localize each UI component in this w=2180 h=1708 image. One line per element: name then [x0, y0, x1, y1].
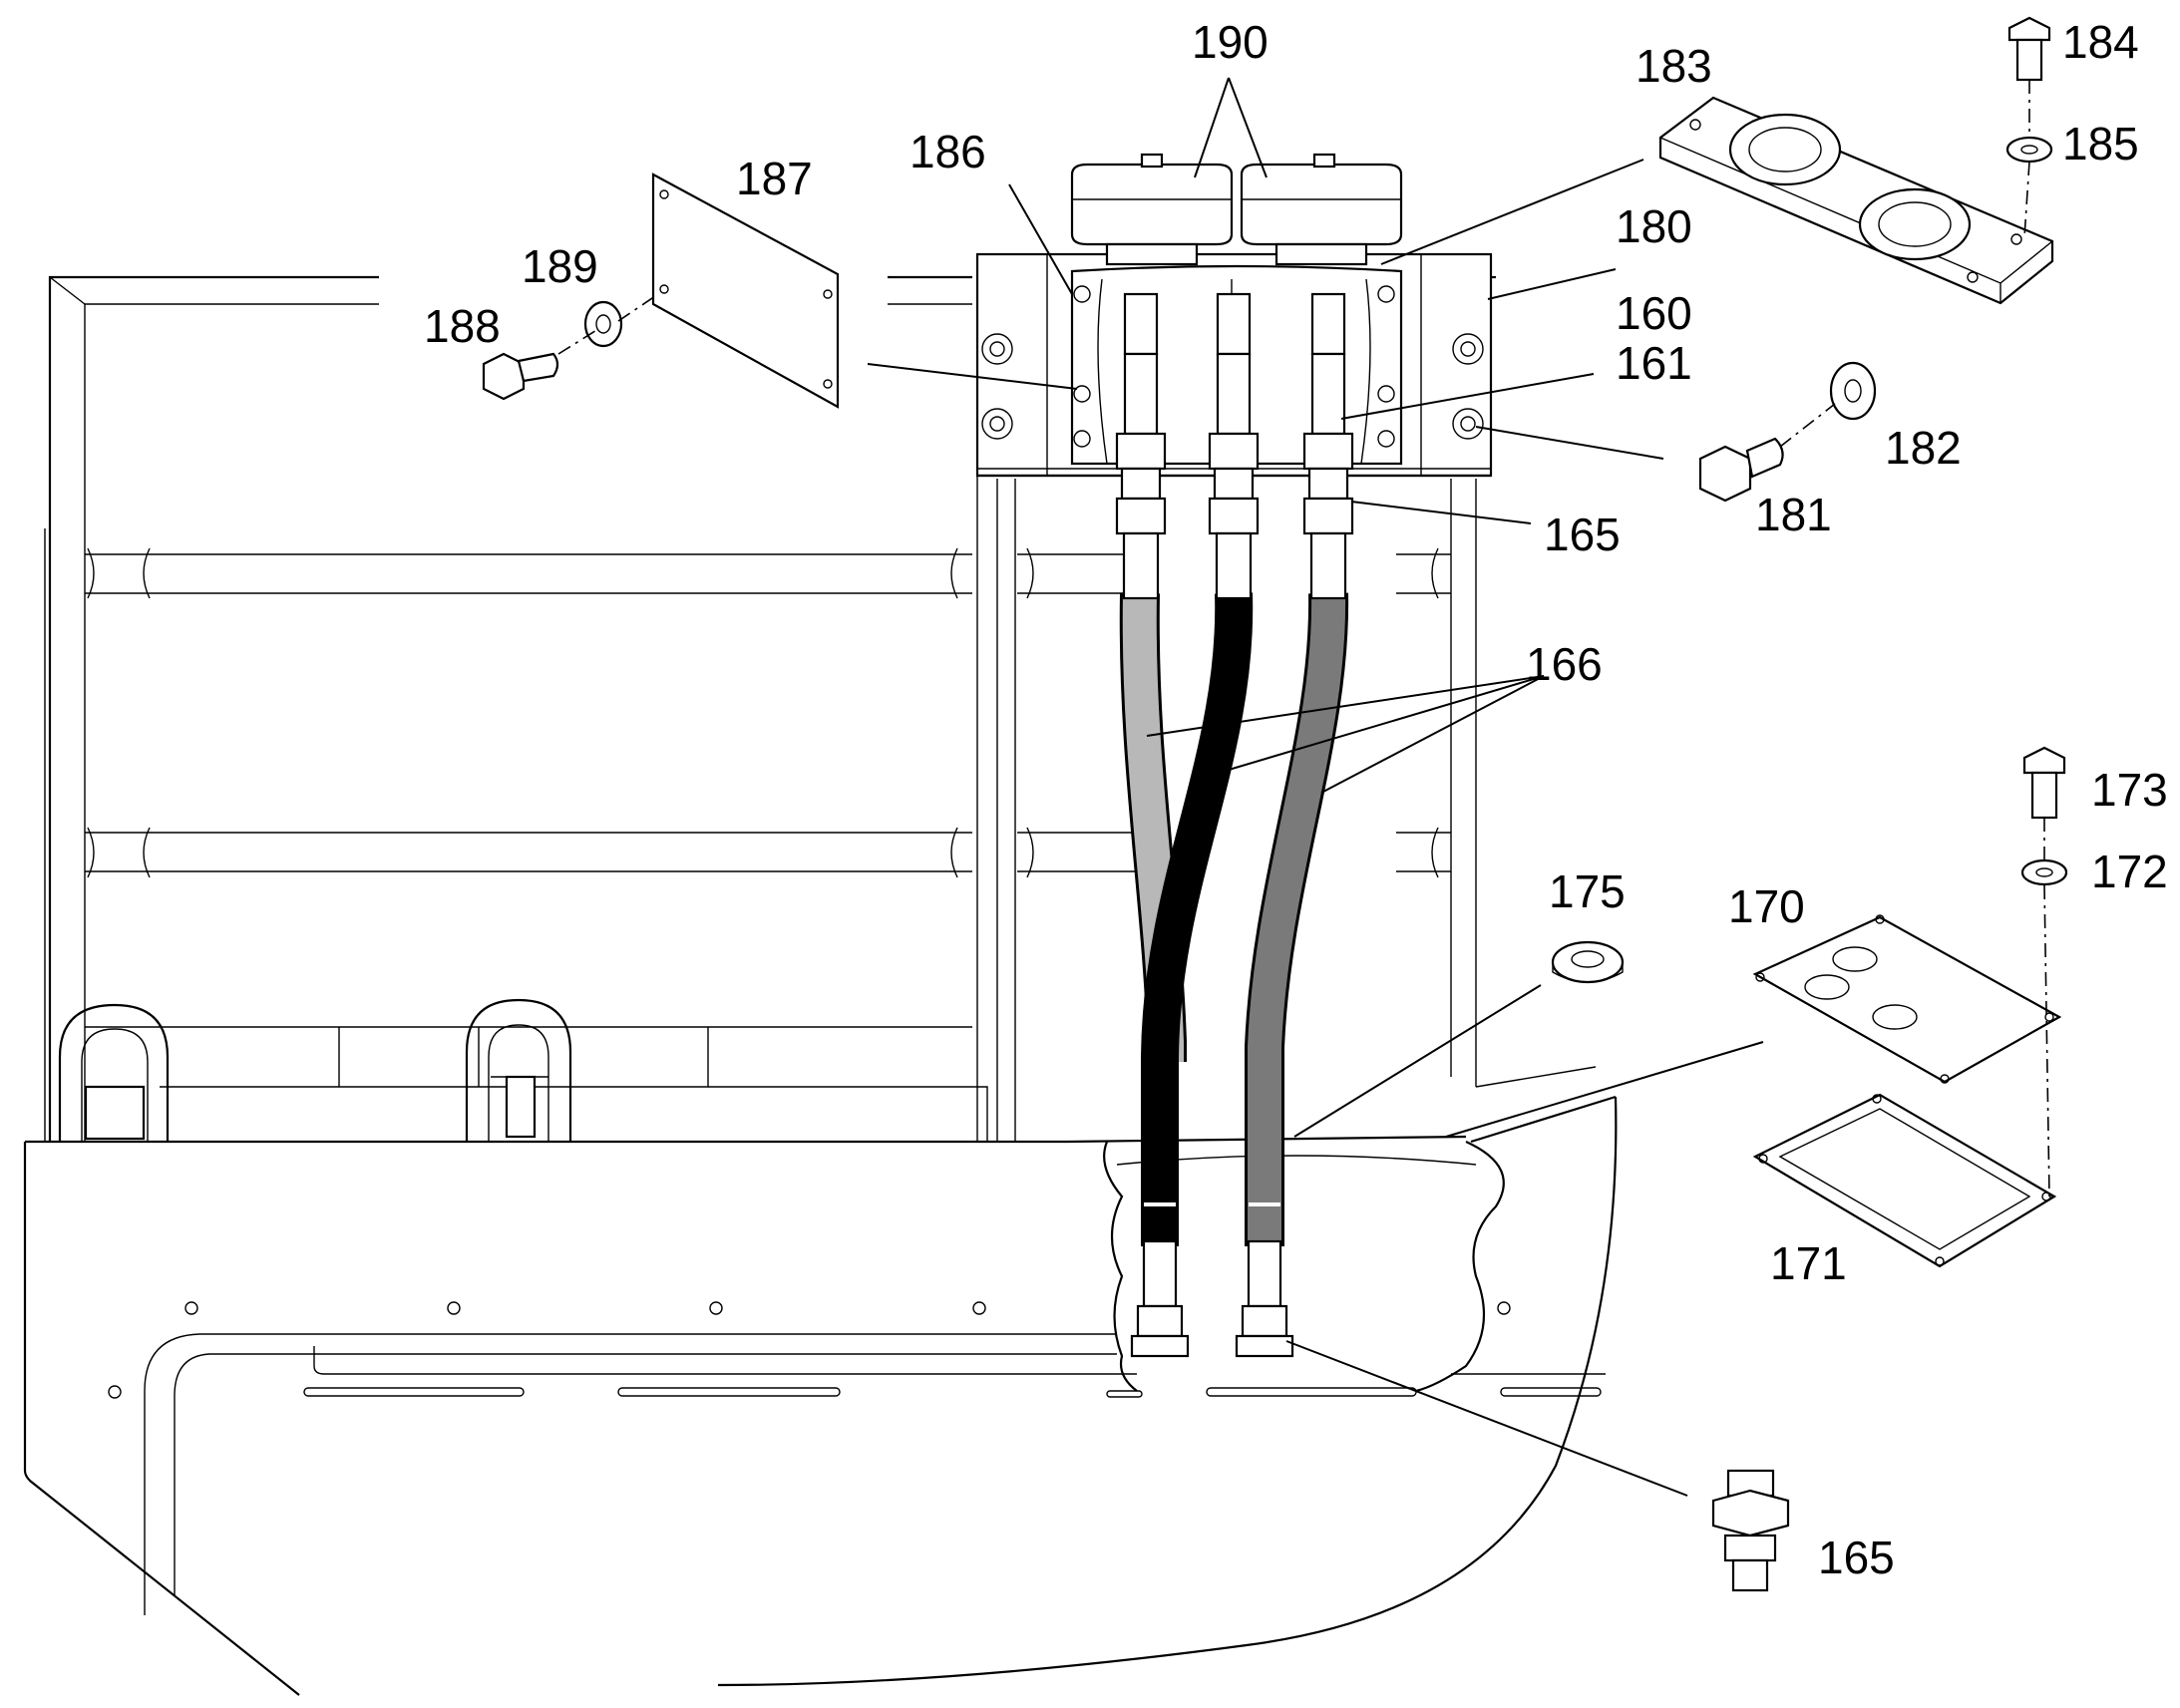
callout-185: 185	[2062, 118, 2139, 170]
washer-182	[1829, 361, 1877, 421]
callout-180: 180	[1616, 200, 1692, 252]
cover-170	[1752, 914, 2062, 1084]
hose-middle	[1141, 592, 1254, 1246]
callout-190: 190	[1192, 16, 1269, 68]
plate-187	[651, 172, 840, 409]
fitting-165-detail	[1711, 1469, 1790, 1592]
callout-165-bottom: 165	[1818, 1532, 1895, 1583]
callout-184: 184	[2062, 16, 2139, 68]
callout-187: 187	[736, 153, 813, 204]
callout-175: 175	[1549, 865, 1626, 917]
bolt-173	[2022, 746, 2066, 820]
leader-lines	[557, 77, 2050, 1497]
callout-166: 166	[1526, 638, 1603, 690]
callout-173: 173	[2091, 764, 2168, 816]
rack-frame	[44, 275, 1597, 1142]
callout-186: 186	[909, 126, 986, 177]
gasket-171	[1752, 1093, 2057, 1268]
washer-189	[583, 300, 623, 348]
washer-185	[2005, 136, 2053, 164]
callout-171: 171	[1770, 1237, 1847, 1289]
bolt-188	[482, 352, 559, 401]
callout-188: 188	[424, 300, 501, 352]
cover-caps	[1070, 153, 1403, 266]
callout-182: 182	[1885, 422, 1962, 474]
callout-189: 189	[522, 240, 598, 292]
hose-right	[1245, 592, 1349, 1246]
hose-fittings-top	[1115, 292, 1354, 600]
lift-eye-right	[465, 998, 572, 1142]
lift-eye-left	[58, 1003, 170, 1142]
washer-172	[2020, 858, 2068, 886]
callout-172: 172	[2091, 846, 2168, 897]
bolt-184	[2007, 16, 2051, 82]
hose-fittings-bottom	[1130, 1239, 1294, 1358]
callout-183: 183	[1635, 40, 1712, 92]
callout-165-top: 165	[1544, 509, 1621, 560]
plate-183	[1658, 96, 2054, 305]
callout-170: 170	[1728, 880, 1805, 932]
tank-body	[23, 1095, 1618, 1696]
callout-161: 161	[1616, 337, 1692, 389]
grommet-175	[1551, 940, 1625, 984]
callout-181: 181	[1755, 489, 1832, 540]
callout-160: 160	[1616, 287, 1692, 339]
bolt-181	[1698, 437, 1784, 503]
callout-labels: 190 186 187 183 184 185 180 160 161 189 …	[424, 16, 2168, 1583]
